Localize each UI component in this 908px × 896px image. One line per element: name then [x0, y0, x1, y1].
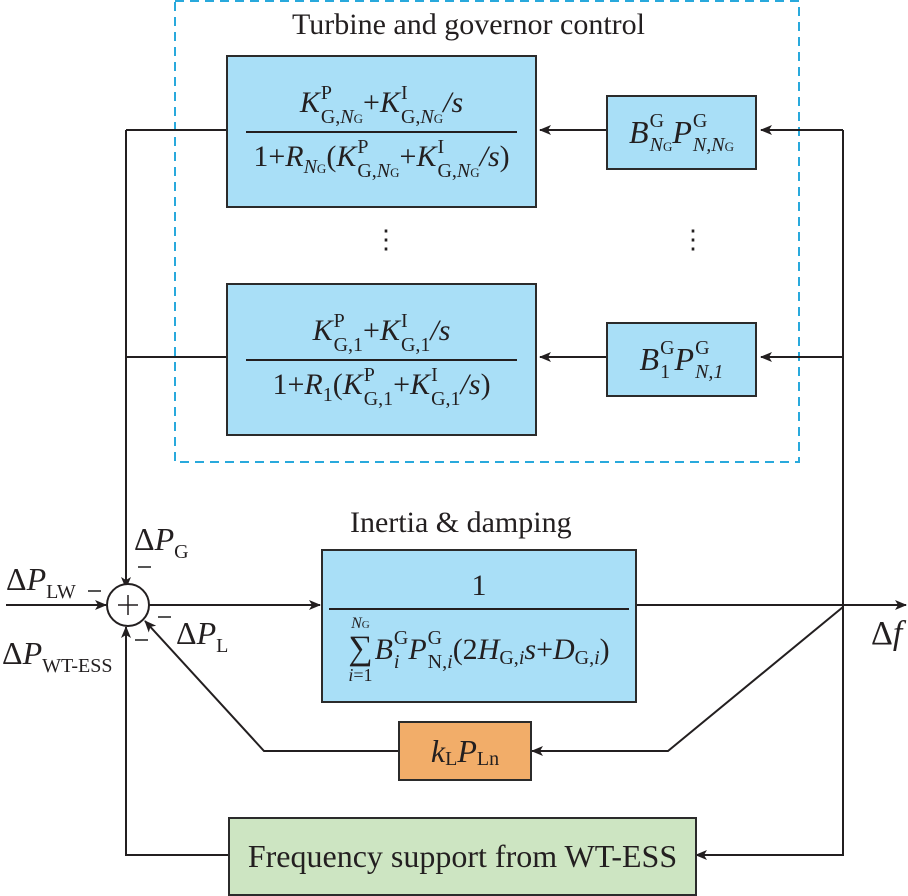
inertia-damping-label: Inertia & damping — [350, 506, 572, 539]
wire-df-to-wtess — [695, 607, 844, 860]
sign-minus-dPWTESS — [135, 639, 148, 641]
signal-dPWTESS: ΔPWT-ESS — [2, 635, 113, 677]
fraction-bar — [246, 358, 517, 361]
wire-load-to-sum — [144, 620, 398, 752]
governor-region-title: Turbine and governor control — [292, 8, 645, 41]
fraction-bar — [246, 130, 517, 133]
wtess-block-label: Frequency support from WT-ESS — [247, 838, 678, 874]
sign-minus-dPL — [158, 616, 171, 618]
wire-wtess-to-sum — [121, 626, 228, 856]
signal-dPL: ΔPL — [176, 615, 229, 657]
inertia-numerator: 1 — [471, 568, 487, 602]
governor-region-border — [174, 0, 800, 463]
ellipsis-gain: ⋮ — [680, 225, 706, 254]
sign-minus-dPLW — [88, 590, 101, 592]
ellipsis-governor: ⋮ — [373, 225, 399, 254]
sign-minus-dPG — [138, 566, 151, 568]
signal-df: Δf — [871, 615, 903, 652]
signal-dPLW: ΔPLW — [6, 561, 76, 603]
fraction-bar — [329, 607, 629, 610]
signal-dPG: ΔPG — [134, 521, 189, 563]
wire-df-to-load — [531, 606, 844, 756]
wtess-frequency-support-block: Frequency support from WT-ESS — [228, 817, 697, 896]
